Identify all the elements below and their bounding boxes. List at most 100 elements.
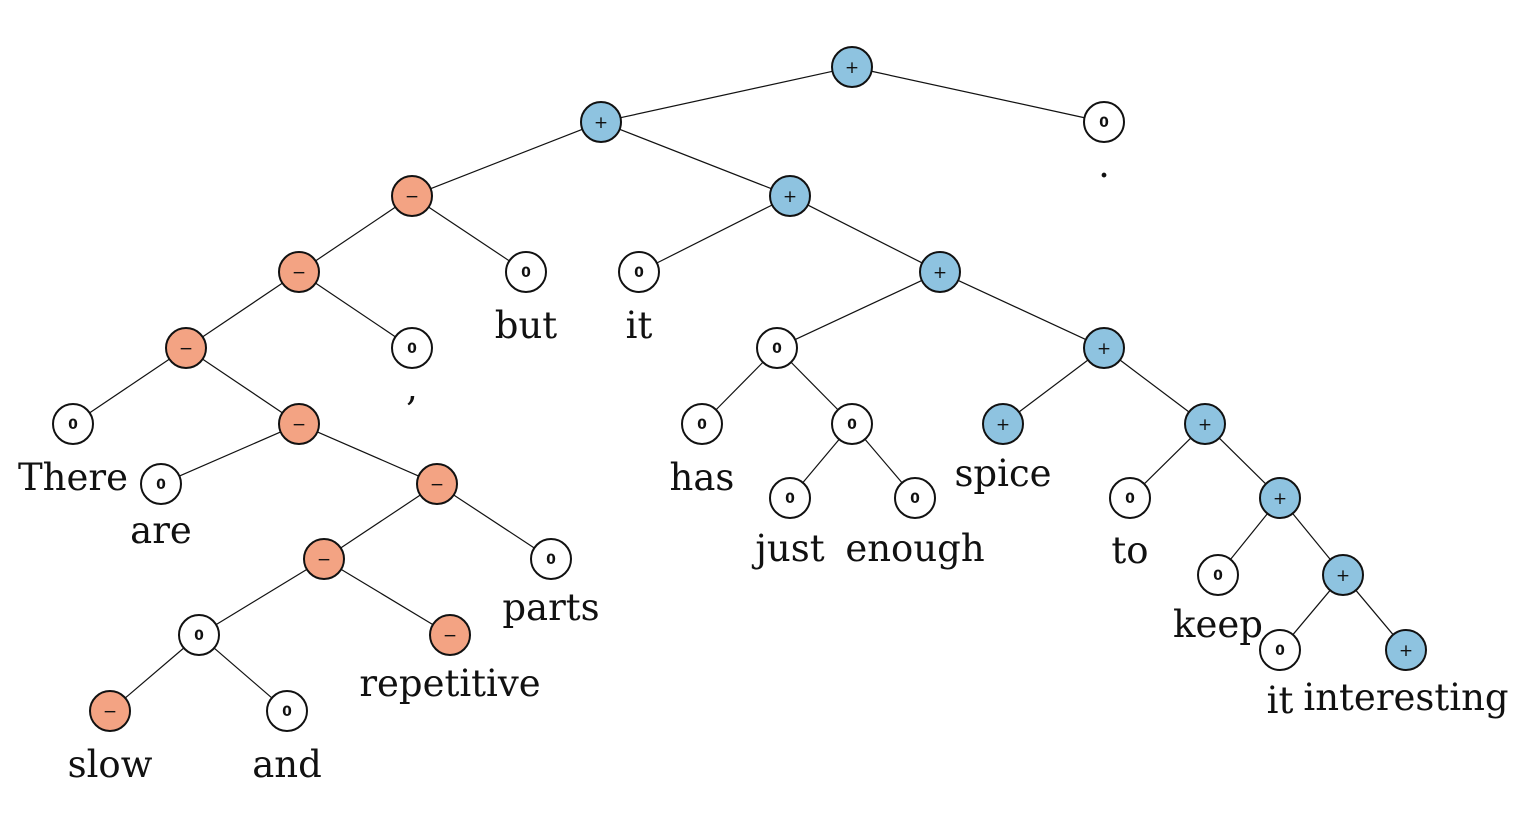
edge-n3-w-comma [315,282,396,338]
node-circle [89,690,131,732]
word-parts: parts [502,586,599,629]
word-to: to [1111,529,1148,572]
edge-n10-n11 [794,279,923,341]
sentiment-label: 0 [156,477,166,493]
edge-n7-n8 [215,568,308,626]
edge-n2-n3 [315,206,396,262]
node-circle [1259,477,1301,519]
node-circle [769,175,811,217]
node-w-it1-neutral: 0 [618,251,660,293]
node-circle [52,403,94,445]
edge-n1-n9 [619,128,772,190]
node-w-spice-positive: + [982,403,1024,445]
node-w-parts-neutral: 0 [530,538,572,580]
node-n12-neutral: 0 [831,403,873,445]
node-w-slow-negative: − [89,690,131,732]
edge-n8-w-slow [124,647,185,699]
node-w-has-neutral: 0 [681,403,723,445]
node-circle [140,463,182,505]
word-it2: it [1267,679,1294,722]
sentiment-label: + [1273,489,1287,509]
node-root-positive: + [831,46,873,88]
edge-root-n1 [620,70,833,119]
node-circle [831,403,873,445]
sentiment-label: + [1097,339,1111,359]
sentiment-label: 0 [546,552,556,568]
node-n10-positive: + [919,251,961,293]
node-circle [303,538,345,580]
word-just: just [751,527,824,570]
edge-n11-n12 [790,361,839,411]
word-comma: , [406,366,418,409]
node-circle [1109,477,1151,519]
edge-n2-w-but [428,206,510,262]
sentiment-label: 0 [521,265,531,281]
node-n16-positive: + [1322,554,1364,596]
word-spice: spice [954,452,1051,495]
edge-n9-w-it1 [656,204,773,264]
sentiment-label: 0 [194,628,204,644]
sentiment-label: + [783,187,797,207]
sentiment-label: 0 [1275,643,1285,659]
word-has: has [670,456,735,499]
node-circle [178,614,220,656]
sentiment-label: 0 [282,704,292,720]
node-n6-negative: − [416,463,458,505]
sentiment-label: + [594,113,608,133]
edge-n14-w-to [1143,437,1192,485]
word-interesting: interesting [1303,676,1508,719]
edge-n1-n2 [430,128,583,190]
sentiment-label: 0 [697,417,707,433]
sentiment-label: 0 [1099,115,1109,131]
node-circle [769,477,811,519]
sentiment-label: 0 [68,417,78,433]
node-circle [391,175,433,217]
node-circle [1197,554,1239,596]
node-w-but-neutral: 0 [505,251,547,293]
word-period: . [1098,143,1110,186]
node-circle [505,251,547,293]
node-n8-neutral: 0 [178,614,220,656]
sentiment-label: 0 [407,341,417,357]
node-w-are-neutral: 0 [140,463,182,505]
node-circle [1083,101,1125,143]
edge-n8-w-and [213,647,273,699]
word-there: There [18,456,128,499]
node-circle [1259,629,1301,671]
node-n13-positive: + [1083,327,1125,369]
node-w-there-neutral: 0 [52,403,94,445]
word-are: are [130,509,192,552]
node-w-it2-neutral: 0 [1259,629,1301,671]
sentiment-label: + [933,263,947,283]
sentiment-label: 0 [772,341,782,357]
sentiment-label: − [292,263,306,283]
node-n5-negative: − [278,403,320,445]
node-n15-positive: + [1259,477,1301,519]
node-w-period-neutral: 0 [1083,101,1125,143]
node-circle [580,101,622,143]
word-keep: keep [1173,603,1263,646]
node-w-repetitive-negative: − [429,614,471,656]
node-circle [756,327,798,369]
sentiment-label: 0 [847,417,857,433]
node-circle [278,403,320,445]
sentiment-label: − [405,187,419,207]
sentiment-label: 0 [1125,491,1135,507]
node-circle [894,477,936,519]
edge-n5-n6 [317,431,419,477]
edge-n16-w-interesting [1355,589,1394,636]
node-n1-positive: + [580,101,622,143]
node-w-comma-neutral: 0 [391,327,433,369]
edge-n5-w-are [179,431,281,477]
word-and: and [252,743,322,786]
node-w-keep-neutral: 0 [1197,554,1239,596]
sentiment-label: 0 [634,265,644,281]
edge-n11-w-has [715,361,764,411]
node-circle [266,690,308,732]
word-but: but [495,304,558,347]
node-n7-negative: − [303,538,345,580]
node-circle [165,327,207,369]
edge-n4-w-there [89,358,170,414]
